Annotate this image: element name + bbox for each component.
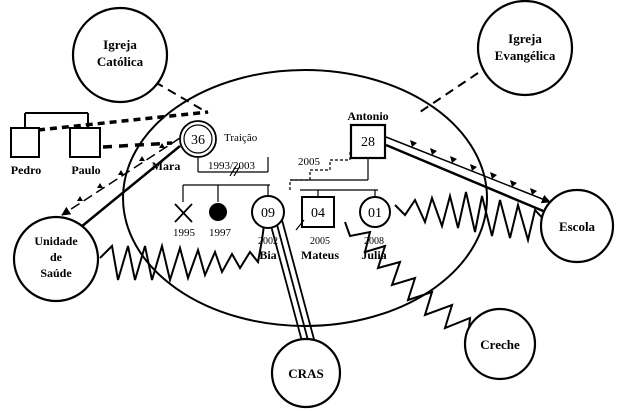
igreja-catolica-line2: Católica <box>97 54 144 69</box>
link-catolica-mara <box>154 81 209 114</box>
unidade-saude-line3: Saúde <box>40 266 72 280</box>
mara-label: Mara <box>152 159 181 173</box>
bia-year: 2002 <box>258 236 278 247</box>
link-mara-saude-flow <box>61 137 181 216</box>
person-julia: 01 2008 Julia <box>359 196 391 262</box>
escola-label: Escola <box>559 219 596 234</box>
pedro-label: Pedro <box>11 163 41 177</box>
bia-age: 09 <box>261 206 275 221</box>
union2-year: 2005 <box>298 156 321 168</box>
igreja-evangelica-line1: Igreja <box>508 31 542 46</box>
person-mateus: 04 2005 Mateus <box>295 196 339 262</box>
link-escola-julia-stress <box>394 191 549 244</box>
link-paulo-mara <box>102 141 173 149</box>
person-bia: 09 2002 Bia <box>251 195 285 262</box>
julia-year: 2008 <box>364 236 384 247</box>
person-mara: 36 Mara <box>152 120 217 173</box>
igreja-catolica-line1: Igreja <box>103 37 137 52</box>
cras-label: CRAS <box>288 366 323 381</box>
node-creche: Creche <box>463 307 537 381</box>
link-saude-mara-strong <box>69 145 181 237</box>
julia-age: 01 <box>368 206 382 221</box>
link-cras-bia <box>269 219 316 346</box>
link-antonio-escola-strong <box>385 143 549 215</box>
mateus-label: Mateus <box>301 248 339 262</box>
mateus-age: 04 <box>311 206 325 221</box>
link-saude-bia-stress <box>99 224 265 284</box>
link-pedro-mara <box>37 110 209 132</box>
antonio-age: 28 <box>361 135 375 150</box>
child-1997: 1997 <box>209 203 232 239</box>
child1-year: 1995 <box>173 227 196 239</box>
node-igreja-evangelica: Igreja Evangélica <box>476 0 574 97</box>
unidade-saude-line1: Unidade <box>34 234 78 248</box>
person-paulo: Paulo <box>69 127 101 177</box>
mara-age: 36 <box>191 133 205 148</box>
julia-label: Julia <box>361 248 386 262</box>
child-deceased-1995: 1995 <box>173 203 196 239</box>
bia-label: Bia <box>259 248 276 262</box>
union1-years: 1993/2003 <box>208 160 256 172</box>
antonio-label: Antonio <box>347 109 388 123</box>
link-evangelica-antonio <box>419 72 479 113</box>
node-cras: CRAS <box>270 337 342 409</box>
union-line-1 <box>197 157 269 177</box>
creche-label: Creche <box>480 337 520 352</box>
traicao-label: Traição <box>224 132 258 144</box>
node-igreja-catolica: Igreja Católica <box>71 6 169 104</box>
union-line-2 <box>289 150 369 190</box>
child2-year: 1997 <box>209 227 232 239</box>
mateus-year: 2005 <box>310 236 330 247</box>
person-pedro: Pedro <box>10 127 41 177</box>
igreja-evangelica-line2: Evangélica <box>495 48 556 63</box>
link-creche-mateus-stress <box>344 221 472 339</box>
node-unidade-saude: Unidade de Saúde <box>12 215 100 303</box>
unidade-saude-line2: de <box>50 250 63 264</box>
person-antonio: 28 Antonio <box>347 109 389 160</box>
paulo-label: Paulo <box>71 163 100 177</box>
node-escola: Escola <box>539 188 615 264</box>
link-antonio-escola-flow <box>385 136 551 204</box>
